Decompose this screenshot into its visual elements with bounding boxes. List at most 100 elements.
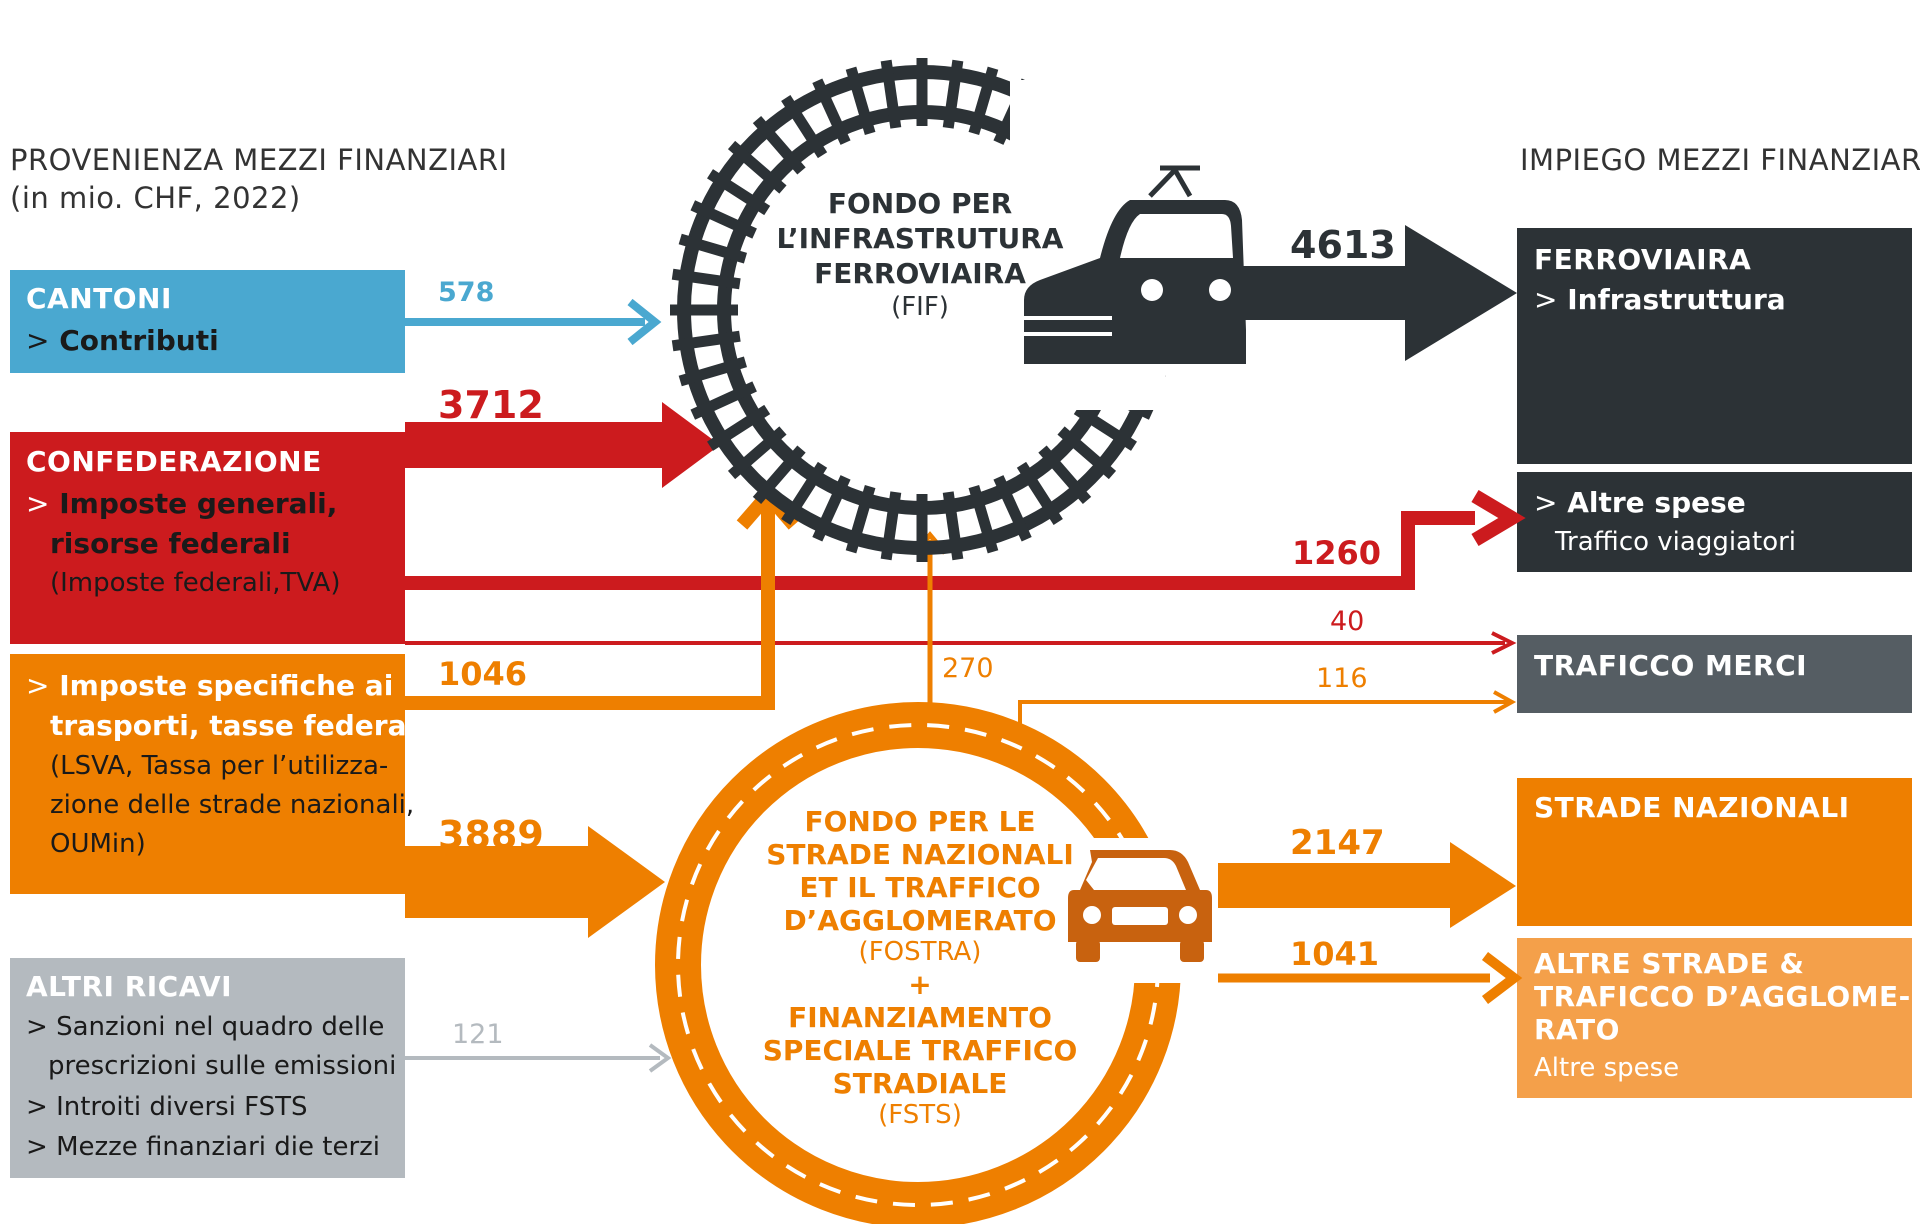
- fostra-line4: D’AGGLOMERATO: [783, 904, 1057, 938]
- bullet: >: [26, 487, 50, 520]
- value-imposte-fostra: 3889: [438, 813, 544, 857]
- bullet: >: [1534, 486, 1558, 519]
- altri-title: ALTRI RICAVI: [26, 970, 233, 1003]
- rail-sleeper: [671, 268, 741, 290]
- bullet: >: [1534, 283, 1558, 316]
- rail-sleeper: [678, 356, 748, 387]
- altri-item3-label: Mezze finanziari die terzi: [56, 1132, 381, 1162]
- source-subheader: (in mio. CHF, 2022): [10, 181, 301, 215]
- cantoni-item-label: Contributi: [59, 324, 219, 357]
- rail-sleeper: [1038, 445, 1092, 505]
- arrow-icon: [405, 402, 720, 488]
- flow-imposte-fif: [405, 503, 775, 710]
- ferroviaria-box: [1517, 228, 1912, 464]
- flow-imposte-fostra: [405, 826, 665, 938]
- rail-sleeper: [812, 475, 851, 542]
- altri-item2: > Introiti diversi FSTS: [26, 1091, 308, 1124]
- source-header: PROVENIENZA MEZZI FINANZIARI: [10, 143, 508, 177]
- value-fif-ferroviaria: 4613: [1290, 223, 1396, 267]
- strade-title: STRADE NAZIONALI: [1534, 791, 1850, 824]
- value-fostra-altre-strade: 1041: [1290, 935, 1380, 973]
- rail-sleeper: [880, 59, 902, 129]
- fostra-line6: SPECIALE TRAFFICO: [762, 1033, 1078, 1067]
- value-fostra-fif: 270: [942, 653, 994, 684]
- arrow-icon: [1493, 690, 1517, 714]
- bullet: >: [26, 669, 50, 702]
- fostra-line1: FONDO PER LE: [804, 805, 1036, 838]
- rail-sleeper: [671, 330, 741, 352]
- arrow-icon: [648, 1043, 672, 1073]
- rail-sleeper: [942, 491, 964, 561]
- confederazione-item-line1: Imposte generali,: [59, 487, 338, 520]
- fostra-line7: STRADIALE: [832, 1066, 1008, 1100]
- confederazione-box: [10, 432, 405, 644]
- car-wheel-left: [1076, 940, 1100, 962]
- arrow-icon: [627, 298, 662, 346]
- altri-item1: > Sanzioni nel quadro delle: [26, 1011, 384, 1044]
- rail-sleeper: [812, 78, 851, 145]
- bullet: >: [26, 1012, 48, 1042]
- car-window: [1086, 858, 1186, 890]
- imposte-item-line2: trasporti, tasse federali: [50, 709, 426, 742]
- altre-spese-box: [1517, 472, 1912, 572]
- rail-sleeper: [942, 59, 964, 129]
- fostra-line3: ET IL TRAFFICO: [799, 871, 1041, 905]
- car-light-left: [1083, 906, 1101, 924]
- altre-spese-note: Traffico viaggiatori: [1555, 527, 1797, 557]
- altre-strade-line2: TRAFICCO D’AGGLOME-: [1534, 980, 1911, 1013]
- fif-line1: FONDO PER: [827, 187, 1013, 220]
- rail-sleeper: [678, 233, 748, 264]
- car-grille: [1112, 907, 1168, 925]
- flow-fostra-merci: [1018, 700, 1508, 725]
- rail-sleeper: [727, 140, 787, 194]
- train-light-right: [1209, 279, 1231, 301]
- train-icon: [1024, 165, 1246, 364]
- rail-sleeper: [690, 381, 757, 420]
- ferroviaria-item-label: Infrastruttura: [1567, 283, 1786, 316]
- use-header: IMPIEGO MEZZI FINANZIARI: [1520, 143, 1920, 177]
- altre-strade-box: [1517, 938, 1912, 1098]
- fif-label: FONDO PER L’INFRASTRUTURA FERROVIAIRA (F…: [730, 186, 1110, 324]
- fostra-abbr2: (FSTS): [878, 1099, 962, 1130]
- value-confederazione-merci: 40: [1330, 606, 1365, 637]
- altre-spese-item-label: Altre spese: [1567, 486, 1746, 519]
- fostra-line5: FINANZIAMENTO: [788, 1000, 1052, 1034]
- altri-item2-label: Introiti diversi FSTS: [56, 1092, 308, 1122]
- imposte-item-line1: Imposte specifiche ai: [59, 669, 394, 702]
- altre-strade-line1: ALTRE STRADE &: [1534, 947, 1805, 980]
- bullet: >: [26, 324, 50, 357]
- value-fostra-strade: 2147: [1290, 823, 1385, 863]
- rail-sleeper: [690, 200, 757, 239]
- imposte-note-line2: zione delle strade nazionali,: [50, 790, 415, 820]
- altre-strade-note: Altre spese: [1534, 1053, 1680, 1083]
- altri-box: [10, 958, 405, 1178]
- altre-strade-line3: RATO: [1534, 1013, 1620, 1046]
- strade-box: [1517, 778, 1912, 926]
- rail-sleeper: [1057, 426, 1117, 480]
- rail-sleeper: [845, 484, 876, 554]
- value-confederazione-fif: 3712: [438, 383, 544, 427]
- imposte-note-line1: (LSVA, Tassa per l’utilizza-: [50, 751, 389, 781]
- fostra-label: FONDO PER LE STRADE NAZIONALI ET IL TRAF…: [720, 805, 1120, 1131]
- value-cantoni-fif: 578: [438, 277, 495, 308]
- cantoni-box: [10, 270, 405, 373]
- imposte-item: > Imposte specifiche ai: [26, 668, 393, 703]
- value-confederazione-viaggiatori: 1260: [1292, 534, 1382, 572]
- car-icon: [1068, 850, 1212, 962]
- rail-sleeper: [752, 445, 806, 505]
- arrow-icon: [1471, 489, 1526, 547]
- fostra-line2: STRADE NAZIONALI: [766, 838, 1074, 872]
- flow-fif-ferroviaria: [1235, 225, 1517, 361]
- rail-sleeper: [845, 66, 876, 136]
- car-wheel-right: [1180, 940, 1204, 962]
- confederazione-item: > Imposte generali,: [26, 486, 337, 521]
- flow-confederazione-viaggiatori: [405, 511, 1475, 590]
- rail-sleeper: [781, 95, 828, 159]
- arrow-icon: [1481, 952, 1523, 1004]
- rail-sleeper: [1073, 404, 1137, 451]
- fif-abbr: (FIF): [891, 292, 949, 322]
- value-altri-fostra: 121: [452, 1019, 504, 1050]
- bullet: >: [26, 1092, 48, 1122]
- merci-box: [1517, 635, 1912, 713]
